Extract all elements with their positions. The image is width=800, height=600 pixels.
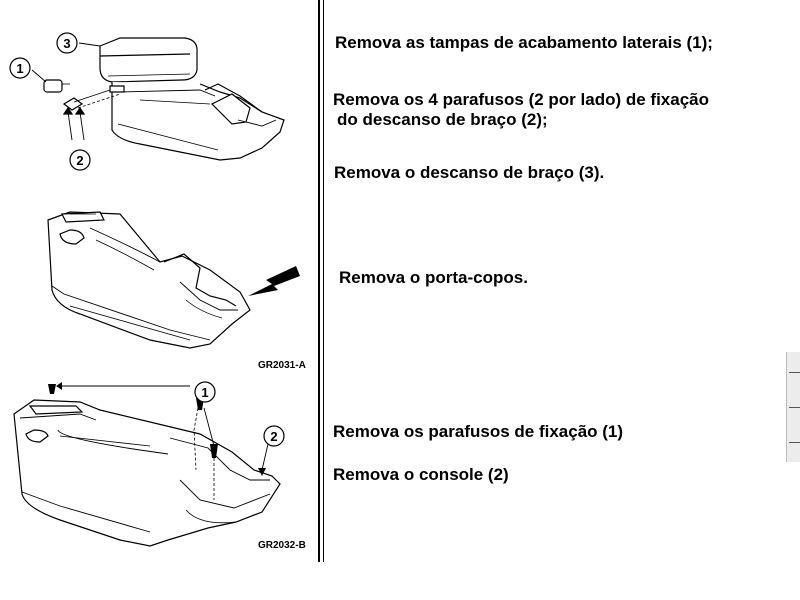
procedure-illustrations: 1 2 3 GR2031-A (9, 32, 306, 551)
scrollbar-tick (789, 407, 800, 408)
armrest-removal-illustration (31, 37, 285, 161)
svg-text:3: 3 (63, 36, 70, 51)
figure-code-gr2031a: GR2031-A (258, 360, 306, 371)
callout-2-fig3: 2 (263, 425, 285, 447)
step-remove-screws-line1: Remova os 4 parafusos (2 por lado) de fi… (333, 90, 710, 109)
step-remove-trim-covers: Remova as tampas de acabamento laterais … (335, 33, 713, 52)
callout-3-fig1: 3 (56, 32, 78, 54)
svg-text:2: 2 (270, 429, 277, 444)
callout-2-fig1: 2 (69, 149, 91, 171)
step-remove-cupholder: Remova o porta-copos. (339, 268, 528, 287)
callout-1-fig1: 1 (9, 57, 31, 79)
column-divider (318, 0, 320, 562)
window-edge-scrollbar[interactable] (786, 352, 800, 462)
cupholder-removal-illustration (47, 211, 300, 349)
step-remove-armrest: Remova o descanso de braço (3). (334, 163, 605, 182)
figure-code-gr2032b: GR2032-B (258, 540, 306, 551)
svg-text:1: 1 (16, 61, 23, 76)
column-divider-inner (323, 0, 324, 562)
callout-1-fig3: 1 (194, 381, 216, 403)
illustrations-pane: 1 2 3 GR2031-A (0, 0, 318, 562)
console-removal-illustration (13, 382, 281, 547)
step-remove-console: Remova o console (2) (333, 465, 509, 484)
svg-text:1: 1 (201, 385, 208, 400)
step-remove-screws-line2: do descanso de braço (2); (337, 110, 548, 129)
scrollbar-tick (789, 372, 800, 373)
step-remove-fixing-screws: Remova os parafusos de fixação (1) (333, 422, 624, 441)
svg-text:2: 2 (76, 153, 83, 168)
scrollbar-tick (789, 442, 800, 443)
